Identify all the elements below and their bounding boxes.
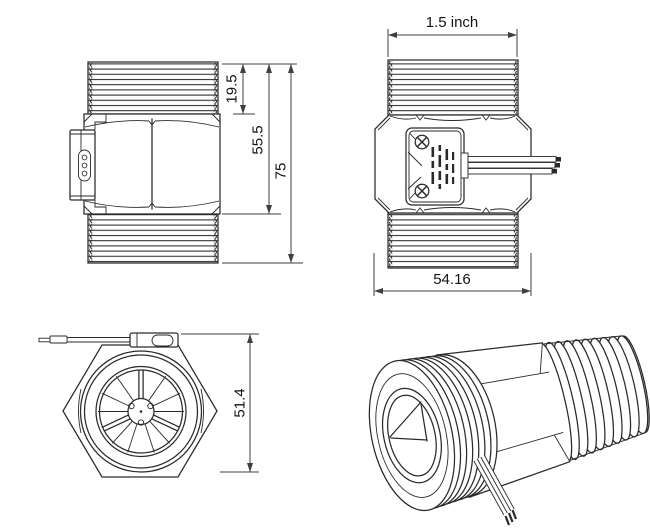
side-bottom-threads (87, 213, 219, 264)
dimension-label-body-width: 54.16 (433, 271, 471, 288)
iso-turbine-spokes (389, 401, 428, 442)
pin-connector-slot (78, 149, 91, 182)
side-connector-plate (69, 114, 107, 214)
top-sensor-box (129, 332, 179, 348)
front-label-plate (405, 127, 469, 206)
iso-wires (473, 454, 518, 526)
dimension-label-across-flats: 51.4 (231, 388, 248, 417)
iso-front-opening (375, 373, 449, 498)
top-view: 51.4 (38, 332, 259, 478)
side-dimensions: 19.5 55.5 75 (222, 63, 303, 264)
dimension-label-thread-length: 19.5 (223, 74, 240, 103)
dimension-label-total-length: 75 (272, 163, 289, 180)
screw-bottom-icon (414, 183, 430, 199)
top-wire (38, 335, 130, 344)
iso-rear-threads (536, 335, 650, 463)
front-wires (467, 156, 561, 175)
front-bottom-threads (387, 212, 519, 269)
screw-top-icon (414, 134, 430, 150)
front-top-threads (387, 59, 519, 116)
turbine-impeller (95, 365, 187, 458)
top-dimension: 51.4 (181, 333, 259, 473)
iso-view (368, 335, 650, 526)
front-top-dimension: 1.5 inch (387, 14, 518, 57)
side-hex-body (83, 113, 221, 215)
front-bottom-dimension: 54.16 (373, 253, 532, 296)
front-view: 1.5 inch (373, 14, 561, 296)
dimension-label-thread-size: 1.5 inch (426, 14, 479, 31)
thread-outer-circle (79, 350, 203, 473)
wire-outlet-tab (460, 152, 469, 179)
side-view: 19.5 55.5 75 (69, 61, 303, 264)
side-top-threads (87, 61, 219, 115)
dimension-label-body-length: 55.5 (249, 125, 266, 154)
label-text-lines (431, 145, 455, 189)
